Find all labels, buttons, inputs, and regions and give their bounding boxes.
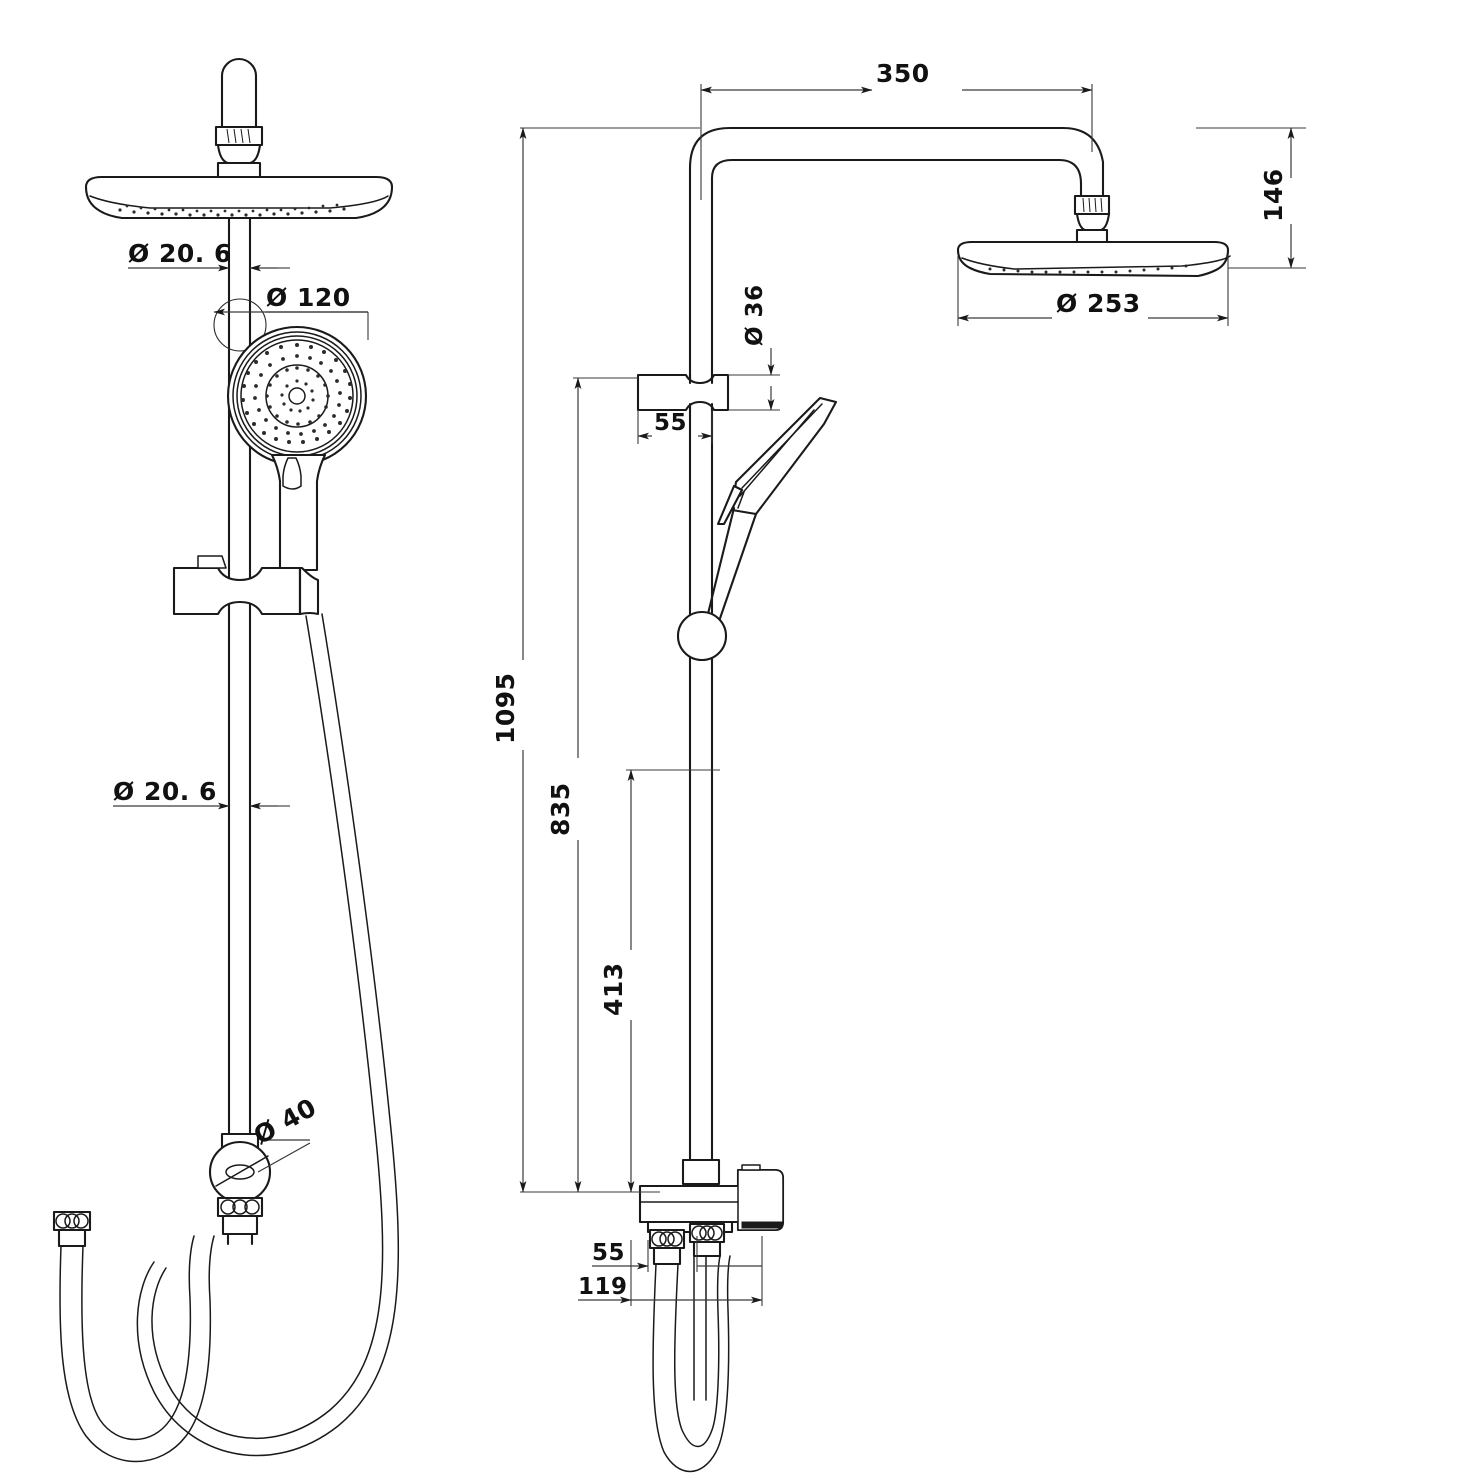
- side-inlets: [648, 1222, 726, 1266]
- front-view: Ø 20. 6 Ø 120 Ø 20. 6: [52, 57, 400, 1463]
- dim-label-riser-mid: Ø 20. 6: [113, 777, 217, 806]
- side-shower-arm: [688, 126, 1105, 1192]
- dim-label-lower-height: 413: [599, 962, 628, 1016]
- side-hoses: [652, 1255, 731, 1473]
- dim-front-riser-top: Ø 20. 6: [128, 239, 290, 272]
- front-head-nozzles: [118, 203, 346, 217]
- front-dimensions: Ø 20. 6 Ø 120 Ø 20. 6: [113, 239, 369, 1173]
- dim-bracket-offset: 55: [637, 410, 713, 444]
- dim-inlet-spacing: 55: [592, 1236, 762, 1272]
- side-view: 350 146 Ø 253: [491, 59, 1306, 1473]
- dim-label-bracket-dia: Ø 36: [742, 284, 768, 346]
- side-head-nozzles: [988, 264, 1188, 274]
- dim-arm-reach: 350: [700, 59, 1093, 200]
- front-lower-riser: [226, 1232, 254, 1246]
- dim-label-inlet-spacing: 55: [592, 1240, 625, 1266]
- dim-overall-height: 1095: [491, 127, 700, 1193]
- front-inlet-hose: [52, 1210, 215, 1463]
- dim-front-riser-mid: Ø 20. 6: [113, 777, 290, 810]
- dim-label-overall-height: 1095: [491, 672, 520, 744]
- dim-label-bracket-offset: 55: [654, 410, 687, 436]
- dim-label-inlet-width: 119: [578, 1274, 628, 1300]
- dim-slide-bar-height: 835: [546, 377, 640, 1193]
- front-slide-bracket: [172, 555, 320, 616]
- dim-label-head-height: 146: [1259, 168, 1288, 222]
- front-hand-shower: [213, 298, 368, 572]
- side-slide-bracket: [636, 373, 730, 412]
- dim-head-height: 146: [1196, 127, 1306, 269]
- dim-label-head-dia: Ø 253: [1056, 289, 1141, 318]
- dim-label-arm-reach: 350: [876, 59, 930, 88]
- dim-label-riser-top: Ø 20. 6: [128, 239, 232, 268]
- dim-inlet-width: 119: [578, 1236, 763, 1306]
- front-hose: [136, 613, 400, 1457]
- side-rain-head: [956, 194, 1231, 278]
- front-rain-head: [84, 57, 394, 220]
- dim-lower-height: 413: [599, 769, 720, 1193]
- dim-label-slide-bar-height: 835: [546, 782, 575, 836]
- side-dimensions: 350 146 Ø 253: [491, 59, 1306, 1306]
- dim-head-dia: Ø 253: [957, 256, 1229, 326]
- front-hand-shower-nozzles: [241, 343, 352, 444]
- dim-front-hand-shower: Ø 120: [213, 283, 369, 340]
- dim-bracket-dia: Ø 36: [728, 284, 780, 411]
- dim-label-diverter: Ø 40: [249, 1093, 321, 1151]
- side-mixer-body: [638, 1158, 785, 1234]
- dim-label-hand-shower: Ø 120: [266, 283, 351, 312]
- side-hand-shower: [676, 396, 838, 662]
- front-diverter: [208, 1132, 272, 1236]
